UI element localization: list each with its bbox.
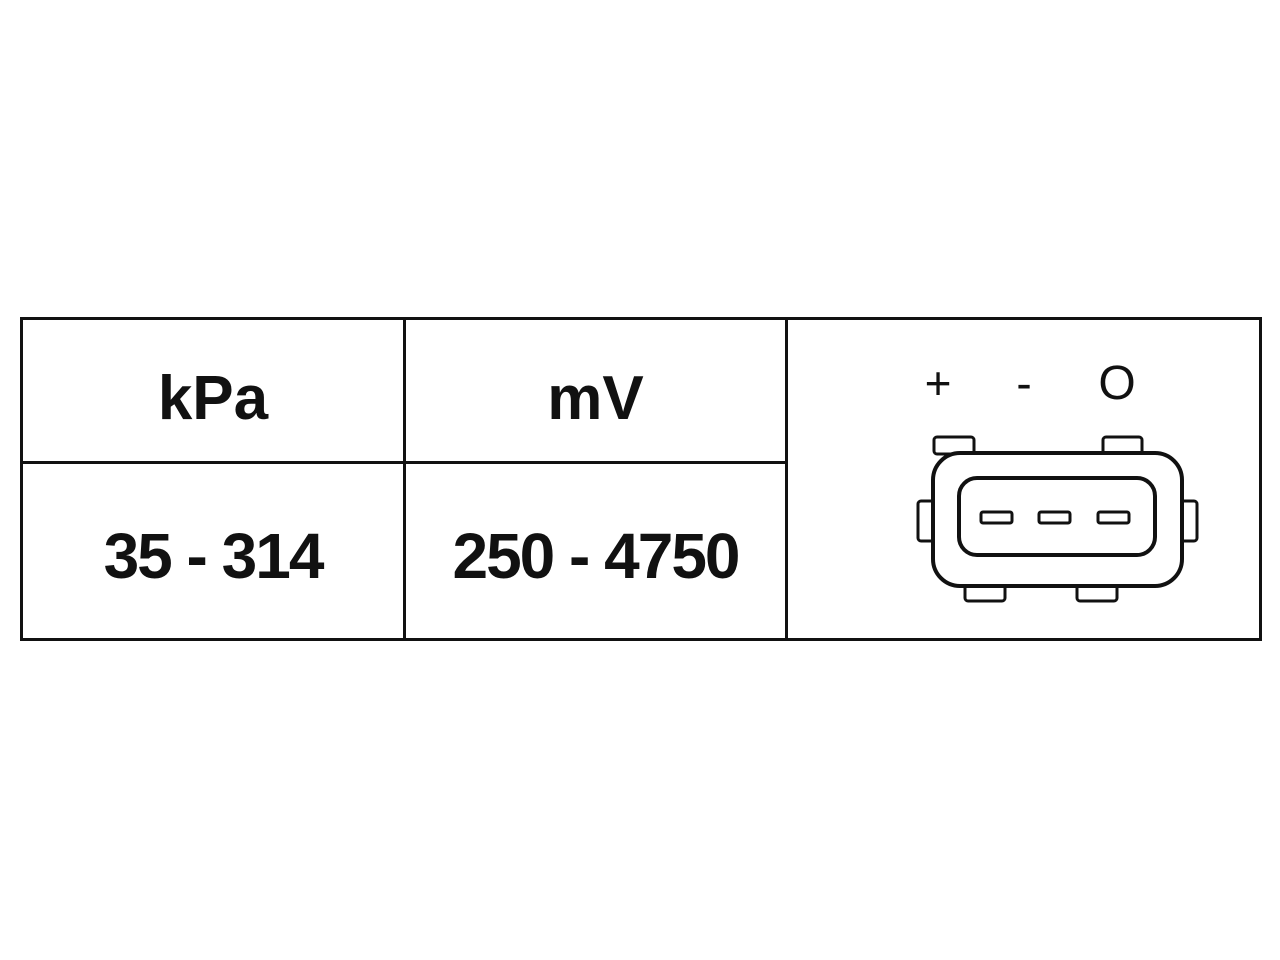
voltage-range-value: 250 - 4750 (452, 520, 740, 592)
pin-label-output: O (1098, 357, 1136, 410)
connector-pin (1037, 510, 1072, 525)
connector-plug-icon (916, 435, 1199, 603)
pressure-unit-header: kPa (157, 364, 269, 433)
row-divider (23, 461, 785, 464)
column-divider (403, 320, 406, 638)
voltage-unit-header: mV (547, 364, 644, 433)
connector-pinout: + - O (788, 320, 1259, 638)
pin-label-plus: + (924, 357, 952, 409)
pin-label-minus: - (1016, 357, 1032, 409)
pressure-range-value: 35 - 314 (103, 520, 325, 592)
connector-pin (1096, 510, 1131, 525)
connector-pin (979, 510, 1014, 525)
sensor-spec-table: kPa mV 35 - 314 250 - 4750 + - O (20, 317, 1262, 641)
column-divider (785, 320, 788, 638)
